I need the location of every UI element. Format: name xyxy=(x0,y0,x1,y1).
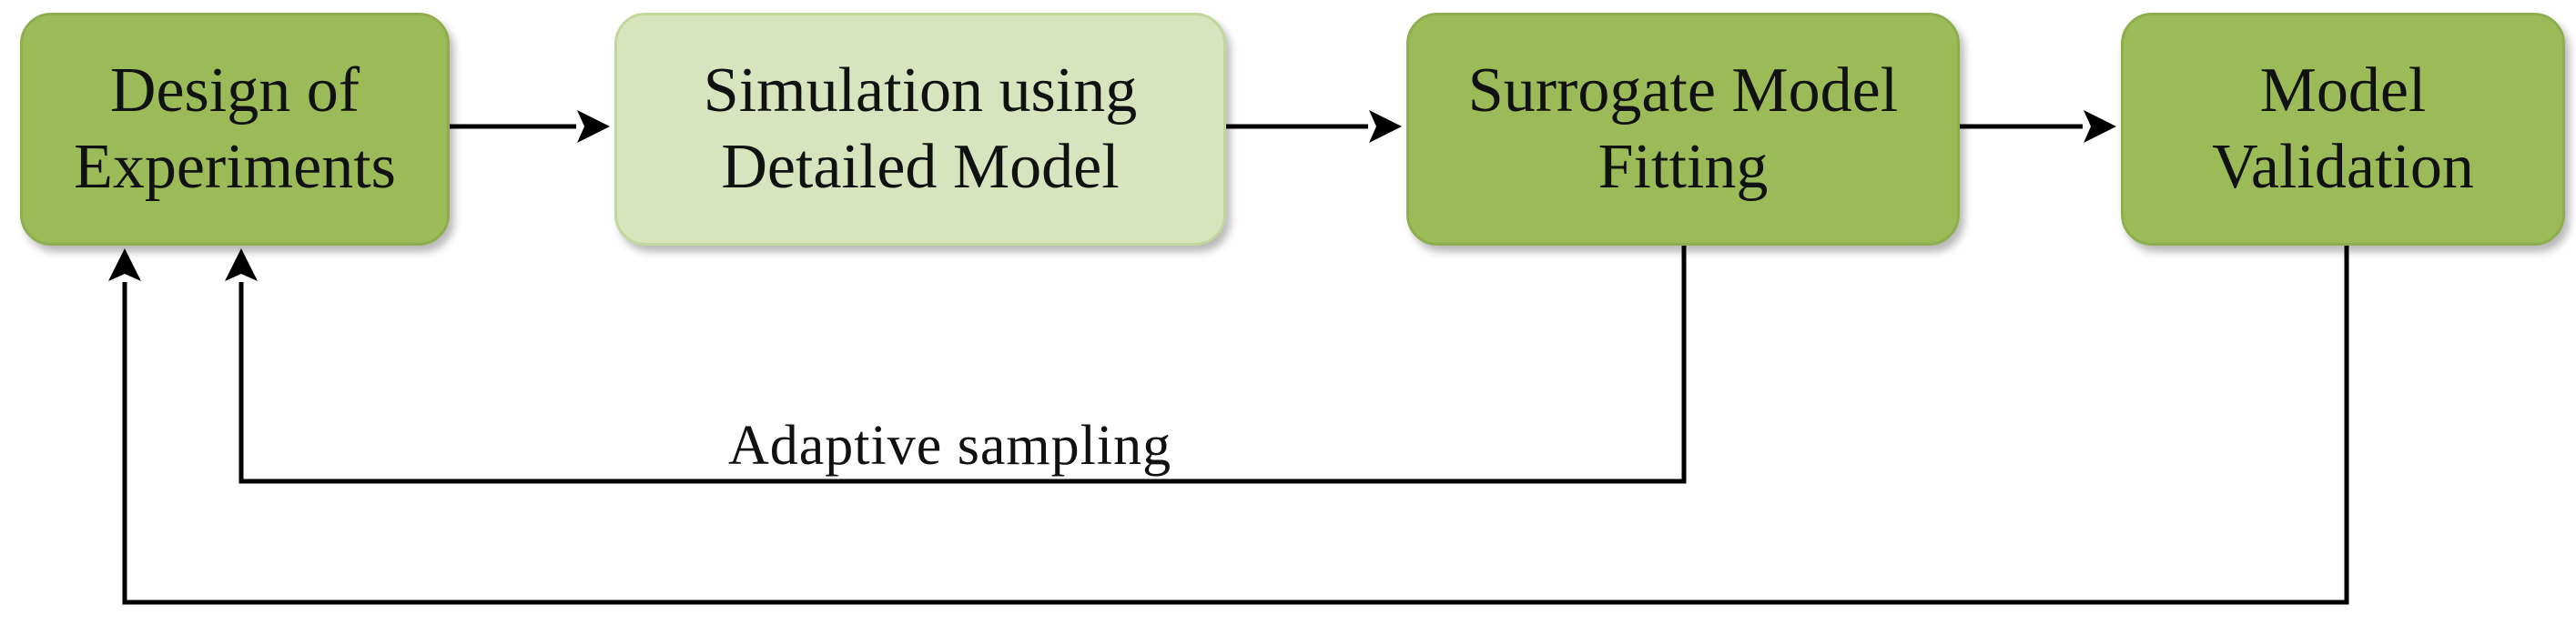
arrowhead-icon xyxy=(2084,110,2116,143)
arrowhead-icon xyxy=(108,248,141,281)
node-design-of-experiments: Design of Experiments xyxy=(20,13,450,246)
node-label: Surrogate Model Fitting xyxy=(1467,55,1899,202)
node-simulation-detailed-model: Simulation using Detailed Model xyxy=(614,13,1226,246)
arrowhead-icon xyxy=(225,248,258,281)
node-label: Simulation using Detailed Model xyxy=(703,55,1138,202)
edge-label-adaptive-sampling: Adaptive sampling xyxy=(728,415,1172,477)
arrowhead-icon xyxy=(577,110,610,143)
arrowhead-icon xyxy=(1369,110,1402,143)
node-label: Design of Experiments xyxy=(74,55,396,202)
node-label: Model Validation xyxy=(2212,55,2474,202)
node-surrogate-model-fitting: Surrogate Model Fitting xyxy=(1406,13,1960,246)
node-model-validation: Model Validation xyxy=(2121,13,2565,246)
arrow-validation-to-design xyxy=(122,246,2349,605)
arrow-surrogate-to-design-adaptive xyxy=(238,246,1687,484)
